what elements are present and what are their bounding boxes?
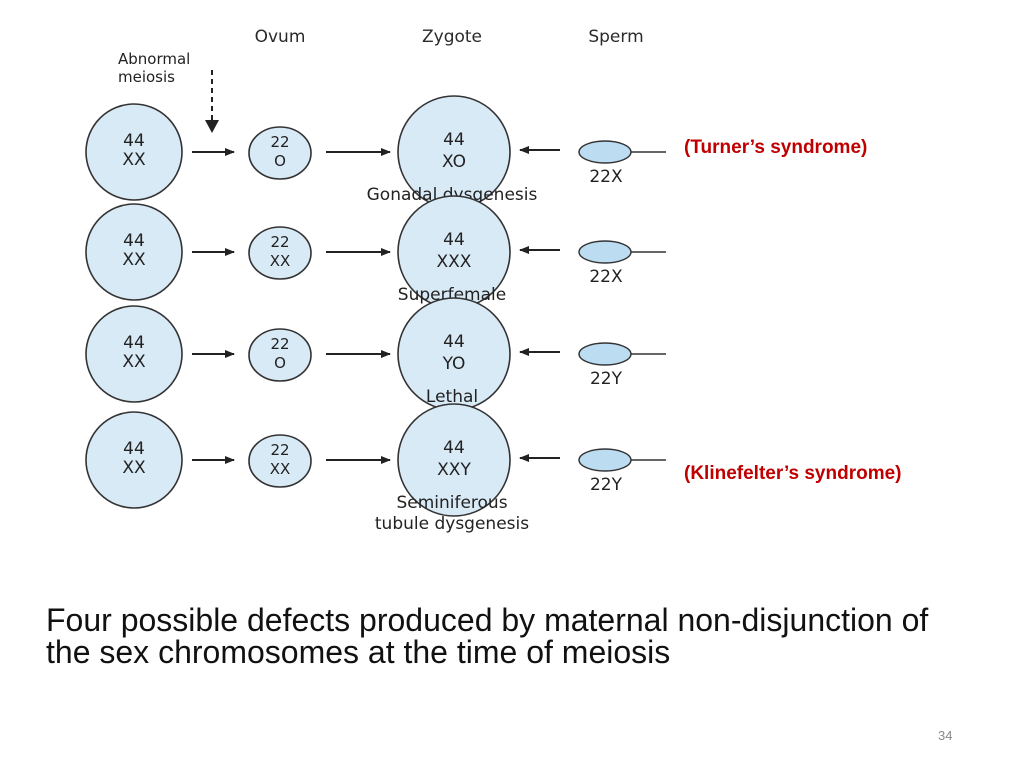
syndrome-label: (Turner’s syndrome) — [684, 137, 867, 158]
ovum-cell — [248, 226, 312, 280]
parent-autosome-count: 44 — [123, 131, 145, 151]
parent-autosome-count: 44 — [123, 333, 145, 353]
zygote-autosome-count: 44 — [443, 438, 465, 458]
ovum-autosome-count: 22 — [270, 133, 289, 151]
ovum-sex-chromosomes: XX — [270, 252, 291, 270]
parent-cell — [85, 305, 183, 403]
result-label: Seminiferous — [396, 493, 507, 513]
zygote-karyotype: XXX — [437, 252, 472, 272]
zygote-autosome-count: 44 — [443, 130, 465, 150]
result-label: Superfemale — [398, 285, 506, 305]
parent-sex-chromosomes: XX — [122, 352, 146, 372]
ovum-cell — [248, 434, 312, 488]
result-label: Lethal — [426, 387, 478, 407]
slide-caption: Four possible defects produced by matern… — [46, 602, 929, 670]
annotation-abnormal: Abnormal — [118, 50, 190, 68]
sperm-cell — [578, 140, 632, 164]
parent-sex-chromosomes: XX — [122, 150, 146, 170]
ovum-sex-chromosomes: O — [274, 152, 286, 170]
zygote-autosome-count: 44 — [443, 332, 465, 352]
parent-sex-chromosomes: XX — [122, 458, 146, 478]
sperm-karyotype: 22Y — [590, 475, 623, 495]
page-number: 34 — [938, 728, 953, 743]
sperm-karyotype: 22X — [589, 167, 623, 187]
ovum-autosome-count: 22 — [270, 441, 289, 459]
ovum-autosome-count: 22 — [270, 233, 289, 251]
sperm-cell — [578, 342, 632, 366]
sperm-cell — [578, 240, 632, 264]
ovum-cell — [248, 126, 312, 180]
annotation-meiosis: meiosis — [118, 68, 175, 86]
ovum-cell — [248, 328, 312, 382]
sperm-cell — [578, 448, 632, 472]
ovum-autosome-count: 22 — [270, 335, 289, 353]
syndrome-label: (Klinefelter’s syndrome) — [684, 463, 902, 484]
ovum-sex-chromosomes: XX — [270, 460, 291, 478]
zygote-karyotype: XXY — [437, 460, 471, 480]
abnormal-meiosis-arrowhead — [205, 120, 219, 133]
zygote-karyotype: YO — [442, 354, 466, 374]
zygote-cell — [397, 403, 511, 517]
nondisjunction-diagram: Ovum Zygote Sperm Abnormal meiosis 44XX2… — [85, 27, 902, 534]
parent-cell — [85, 203, 183, 301]
parent-autosome-count: 44 — [123, 439, 145, 459]
column-header-sperm: Sperm — [588, 27, 643, 47]
ovum-sex-chromosomes: O — [274, 354, 286, 372]
result-label: Gonadal dysgenesis — [367, 185, 538, 205]
parent-cell — [85, 411, 183, 509]
parent-cell — [85, 103, 183, 201]
result-label: tubule dysgenesis — [375, 514, 529, 534]
parent-autosome-count: 44 — [123, 231, 145, 251]
column-header-ovum: Ovum — [255, 27, 306, 47]
zygote-karyotype: XO — [442, 152, 466, 172]
column-header-zygote: Zygote — [422, 27, 482, 47]
zygote-autosome-count: 44 — [443, 230, 465, 250]
sperm-karyotype: 22Y — [590, 369, 623, 389]
sperm-karyotype: 22X — [589, 267, 623, 287]
parent-sex-chromosomes: XX — [122, 250, 146, 270]
